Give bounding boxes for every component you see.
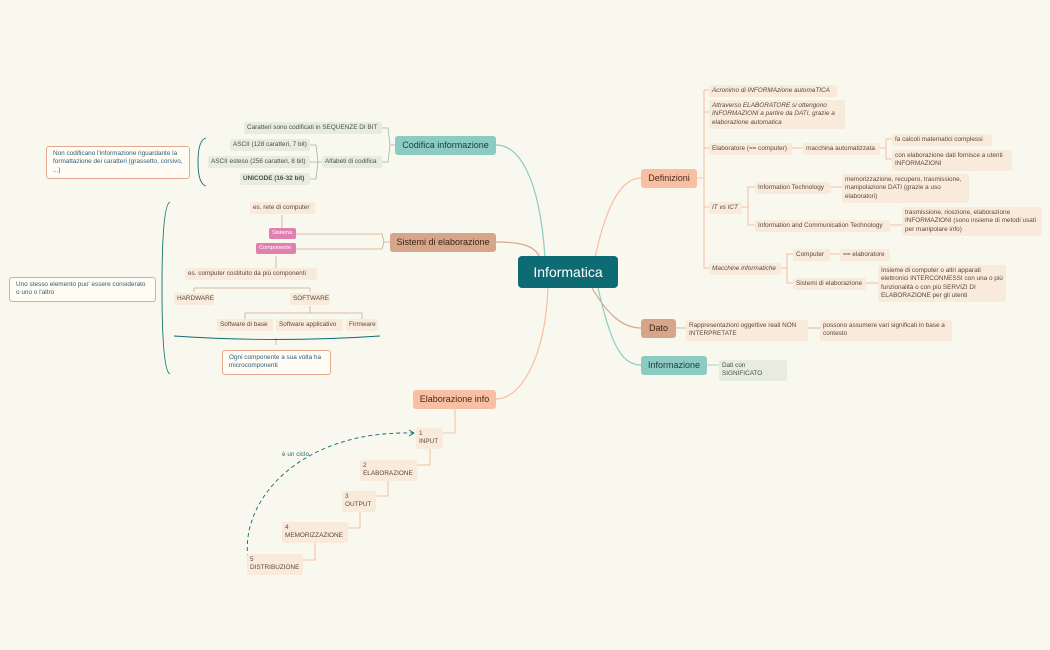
sistemi-desc-node[interactable]: Insieme di computer o altri apparati ele… [878,265,1006,303]
macchine-node[interactable]: Macchine informatiche [709,263,781,276]
informazione-node[interactable]: Informazione [641,356,707,375]
it-node[interactable]: Information Technology [755,182,831,195]
sistemi-node[interactable]: Sistemi di elaborazione [390,233,496,252]
sistema-node[interactable]: Sistema [269,228,296,240]
attraverso-node[interactable]: Attraverso ELABORATORE si ottengono INFO… [709,100,845,129]
alfabeti-node[interactable]: Alfabeti di codifica [322,156,382,169]
dato-node[interactable]: Dato [641,319,676,338]
it-desc-node[interactable]: memorizzazione, recupero, trasmissione, … [842,174,969,203]
rappresentazioni-node[interactable]: Rappresentazioni oggettive reali NON INT… [686,320,808,341]
definizioni-node[interactable]: Definizioni [641,169,697,188]
ict-desc-node[interactable]: trasmissione, ricezione, elaborazione IN… [902,207,1042,236]
step-input[interactable]: 1 INPUT [416,428,443,449]
macchina-node[interactable]: macchina automatizzata [803,143,880,156]
calcoli-node[interactable]: fa calcoli matematici complessi [892,134,992,147]
ciclo-label: è un ciclo [282,451,309,458]
significati-node[interactable]: possono assumere vari significati in bas… [820,320,952,341]
ascii-esteso-node[interactable]: ASCII esteso (256 caratteri, 8 bit) [208,156,310,169]
formattazione-note[interactable]: Non codificano l'informazione riguardant… [46,146,190,179]
hardware-node[interactable]: HARDWARE [174,293,214,306]
stesso-elemento-note[interactable]: Uno stesso elemento puo' essere consider… [9,277,156,302]
codifica-node[interactable]: Codifica informazione [395,136,496,155]
rete-computer-node[interactable]: es. rete di computer [250,202,315,215]
firmware-node[interactable]: Firmware [346,319,378,332]
elaborazione-node[interactable]: Elaborazione info [413,390,496,409]
acronimo-node[interactable]: Acronimo di INFORMAzione automaTICA [709,85,837,98]
software-base-node[interactable]: Software di base [217,319,273,332]
unicode-node[interactable]: UNICODE (16-32 bit) [240,173,310,186]
step-memorizzazione[interactable]: 4 MEMORIZZAZIONE [282,522,348,543]
dati-significato-node[interactable]: Dati con SIGNIFICATO [719,360,787,381]
sequenze-bit-node[interactable]: Caratteri sono codificati in SEQUENZE DI… [244,122,382,135]
step-distribuzione[interactable]: 5 DISTRIBUZIONE [247,554,303,575]
elaboratore-node[interactable]: Elaboratore (== computer) [709,143,792,156]
software-applicativo-node[interactable]: Software applicativo [276,319,343,332]
step-elaborazione[interactable]: 2 ELABORAZIONE [360,460,417,481]
fornisce-node[interactable]: con elaborazione dati fornisce a utenti … [892,150,1012,171]
sistemi-elab-def-node[interactable]: Sistemi di elaborazione [793,278,866,291]
computer-node[interactable]: Computer [793,249,830,262]
it-vs-ict-node[interactable]: IT vs ICT [709,202,742,215]
ascii-node[interactable]: ASCII (128 caratteri, 7 bit) [230,139,310,152]
step-output[interactable]: 3 OUTPUT [342,491,376,512]
costituito-node[interactable]: es. computer costituito da più component… [185,268,317,281]
software-node[interactable]: SOFTWARE [290,293,330,306]
componente-node[interactable]: Componente [256,243,296,255]
root-node[interactable]: Informatica [518,256,618,288]
ict-node[interactable]: Information and Communication Technology [755,220,890,233]
microcomponenti-note[interactable]: Ogni componente a sua volta ha microcomp… [222,350,331,375]
eq-elaboratore-node[interactable]: == elaboratore [840,249,890,262]
